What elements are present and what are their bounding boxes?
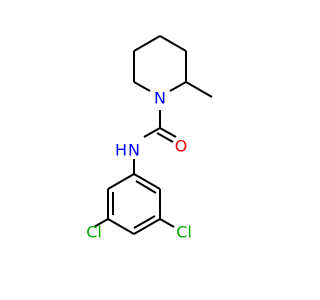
atom-cl-right: Cl: [176, 223, 192, 242]
bond-ring-c3-c4: [133, 35, 161, 52]
bond-ar-3: [133, 218, 161, 235]
piperidine-ring: [133, 35, 213, 98]
bond-ring-c5-c6: [133, 81, 151, 92]
atom-labels: N O N H Cl Cl: [86, 89, 192, 242]
dichlorophenyl-ring: [93, 173, 175, 235]
atom-cl-left: Cl: [86, 223, 102, 242]
bond-ar-6: [107, 173, 135, 190]
atom-n-amide: N: [128, 141, 140, 160]
atom-n-ring: N: [154, 89, 166, 108]
carboxamide-group: [133, 110, 177, 174]
bond-ring-c2-c3: [159, 35, 187, 52]
bond-ar-3-inner: [133, 215, 156, 229]
bond-ar-1: [133, 173, 161, 190]
bond-ar-1-inner: [135, 180, 157, 194]
bond-ar-4: [107, 218, 135, 235]
bond-ar-cl-left: [93, 218, 109, 228]
bond-carbonyl-o-2: [156, 132, 174, 143]
bond-methyl: [185, 81, 213, 98]
bond-carbonyl-nh: [143, 127, 161, 138]
molecule-diagram: N O N H Cl Cl: [86, 35, 213, 242]
atom-o-carbonyl: O: [175, 137, 188, 156]
bond-ring-n-c2: [169, 81, 187, 92]
bond-ar-cl-right: [159, 218, 175, 228]
bond-carbonyl-o-1: [159, 127, 177, 138]
atom-h-amide: H: [115, 141, 127, 160]
